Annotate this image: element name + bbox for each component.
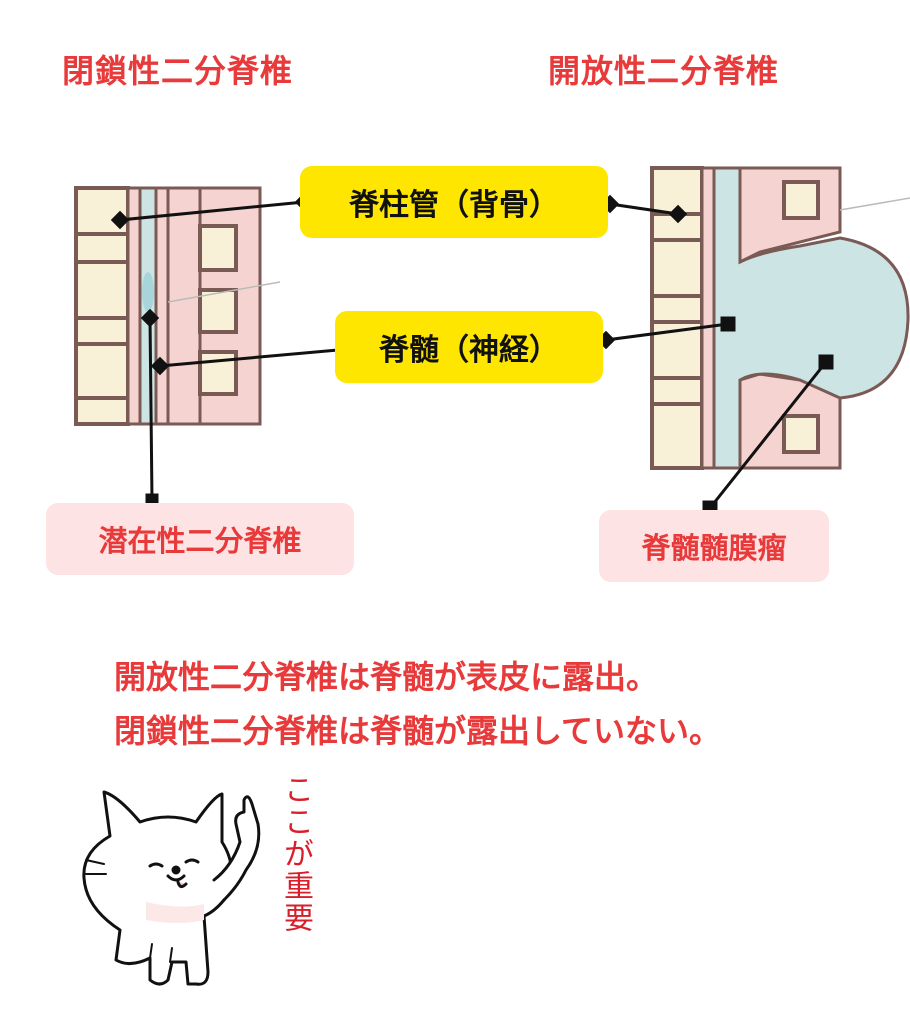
myelomeningocele-label: 脊髄髄膜瘤 — [599, 510, 829, 582]
closed-spina-bifida-title: 閉鎖性二分脊椎 — [62, 52, 294, 90]
explanation-closed: 閉鎖性二分脊椎は脊髄が露出していない。 — [114, 712, 722, 750]
mascot-speech-text: ここが重要 — [278, 774, 313, 934]
cat-mascot-illustration — [82, 790, 261, 986]
spinal-cord-label: 脊髄（神経） — [335, 311, 603, 383]
explanation-open: 開放性二分脊椎は脊髄が表皮に露出。 — [114, 658, 659, 696]
spina-bifida-occulta-label: 潜在性二分脊椎 — [46, 503, 354, 575]
closed-spine-illustration — [74, 186, 281, 426]
open-spine-illustration — [650, 166, 910, 470]
spinal-canal-label: 脊柱管（背骨） — [300, 166, 608, 238]
open-spina-bifida-title: 開放性二分脊椎 — [548, 52, 780, 90]
